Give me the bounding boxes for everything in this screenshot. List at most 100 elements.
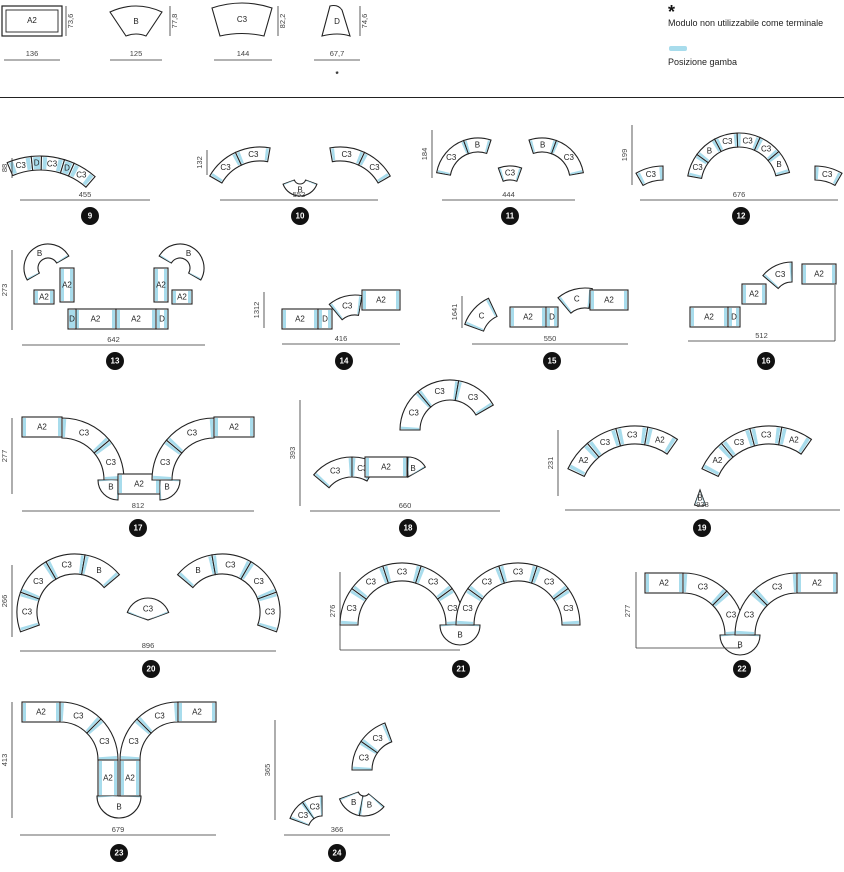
module-label: C3	[143, 605, 154, 614]
key-module-name: C3	[237, 15, 248, 24]
config-20-module-c3: C3	[45, 553, 86, 580]
config-number-badge: 24	[328, 844, 346, 862]
config-15-module-d: D	[545, 306, 559, 328]
leg-marker	[21, 588, 40, 599]
config-23-module-a2: A2	[177, 701, 217, 723]
config-17-module-c3: C3	[151, 439, 183, 481]
module-label: A2	[604, 296, 614, 305]
leg-marker	[419, 390, 432, 406]
leg-marker	[530, 140, 535, 153]
leg-marker	[554, 590, 570, 602]
config-number: 12	[737, 212, 746, 221]
config-17-module-b: B	[159, 479, 181, 501]
config-20-module-b: B	[80, 554, 121, 589]
module-label: C3	[698, 583, 709, 592]
leg-marker	[700, 490, 705, 505]
config-21-module-c3: C3	[498, 562, 538, 584]
leg-marker	[76, 310, 79, 328]
module-label: B	[96, 566, 101, 575]
module-label: C3	[409, 409, 420, 418]
leg-marker	[340, 792, 358, 801]
leg-marker	[664, 437, 676, 453]
legend-leg-swatch	[669, 46, 687, 51]
module-label: A2	[295, 315, 305, 324]
leg-marker	[499, 168, 505, 181]
width-value: 366	[331, 825, 344, 834]
leg-marker	[291, 816, 309, 825]
leg-marker	[27, 272, 39, 280]
leg-marker	[160, 480, 162, 499]
config-17-module-a2: A2	[213, 416, 255, 438]
leg-marker	[99, 480, 118, 482]
height-value: 277	[623, 605, 632, 618]
config-19-module-a2: A2	[778, 426, 813, 455]
width-dimension: 896	[20, 641, 276, 652]
module-label: A2	[229, 423, 239, 432]
config-15-module-a2: A2	[509, 306, 547, 328]
height-dimension: 231	[546, 430, 559, 496]
config-24-module-b: B	[338, 791, 364, 817]
leg-marker	[382, 724, 391, 742]
width-value: 679	[112, 825, 125, 834]
leg-marker	[815, 167, 819, 180]
module-label: C3	[726, 611, 737, 620]
config-number: 13	[111, 357, 120, 366]
module-label: B	[367, 801, 372, 810]
module-label: C3	[428, 578, 439, 587]
leg-marker	[455, 381, 462, 400]
width-dimension: 366	[284, 825, 390, 836]
leg-marker	[212, 703, 215, 721]
config-9-module-c3: C3	[67, 162, 96, 188]
module-label: C3	[106, 458, 117, 467]
width-dimension: 550	[472, 334, 628, 345]
width-value: 416	[335, 334, 348, 343]
leg-marker	[103, 572, 119, 587]
leg-marker	[755, 138, 763, 151]
config-14-module-d: D	[317, 308, 333, 330]
config-24-module-c3: C3	[289, 801, 315, 826]
module-label: B	[37, 249, 42, 258]
width-value: 444	[502, 190, 515, 199]
config-12-module-c3: C3	[753, 136, 780, 162]
key-module-name: B	[133, 17, 138, 26]
leg-marker	[330, 303, 343, 319]
module-label: C3	[62, 560, 73, 569]
module-label: C3	[435, 387, 446, 396]
config-number: 22	[738, 665, 747, 674]
config-12-module-c3: C3	[635, 165, 664, 187]
leg-marker	[69, 310, 72, 328]
leg-marker	[683, 574, 688, 593]
config-16-module-a2: A2	[689, 306, 729, 328]
config-number: 24	[333, 849, 342, 858]
leg-marker	[119, 475, 122, 493]
config-9-module-d: D	[30, 155, 43, 171]
module-label: D	[34, 159, 40, 168]
leg-marker	[532, 567, 541, 584]
config-21-module-c3: C3	[467, 565, 506, 600]
config-13-module-a2: A2	[153, 267, 169, 303]
module-label: C3	[600, 438, 611, 447]
leg-marker	[798, 574, 801, 592]
height-dimension: 365	[263, 720, 276, 820]
leg-marker	[257, 588, 276, 599]
leg-marker	[362, 739, 378, 752]
leg-marker	[403, 458, 406, 476]
module-label: D	[731, 313, 737, 322]
width-value: 552	[293, 190, 306, 199]
leg-marker	[353, 585, 368, 598]
leg-marker	[515, 168, 521, 181]
key-module-depth: 74,6	[360, 14, 369, 29]
leg-marker	[239, 560, 250, 578]
config-19-module-a2: A2	[567, 442, 600, 478]
leg-marker	[500, 565, 508, 582]
width-dimension: 512	[688, 331, 835, 342]
leg-marker	[359, 742, 377, 755]
module-label: A2	[381, 463, 391, 472]
width-value: 550	[544, 334, 557, 343]
leg-marker	[688, 172, 702, 178]
leg-marker	[62, 419, 67, 438]
leg-marker	[711, 140, 721, 152]
config-10-module-c3: C3	[209, 151, 243, 184]
